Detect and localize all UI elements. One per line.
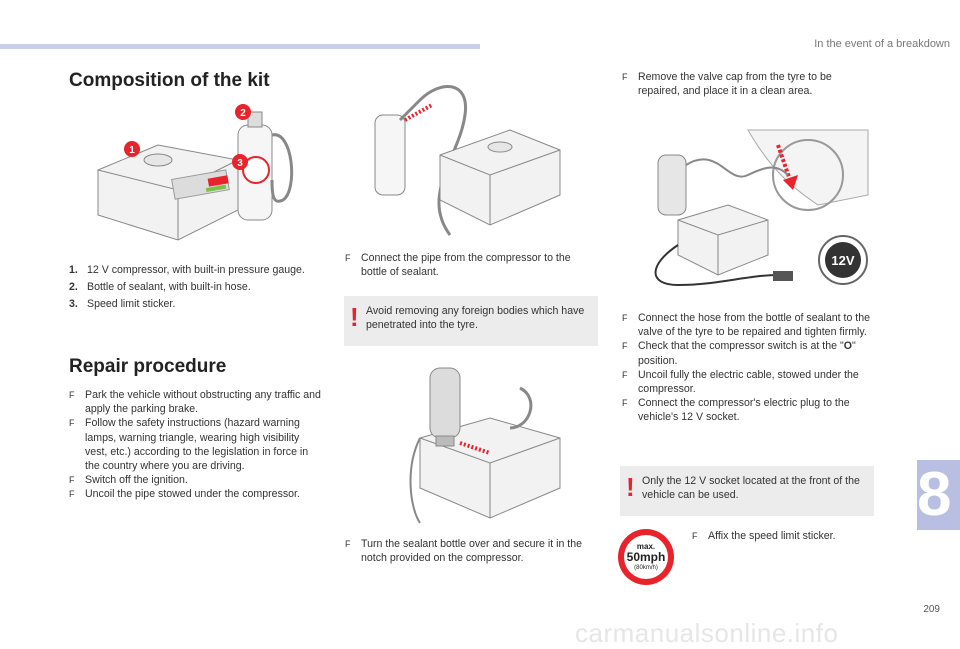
repair-title: Repair procedure	[69, 356, 227, 377]
kit-item: 1.12 V compressor, with built-in pressur…	[69, 264, 305, 276]
callout-3: 3	[237, 158, 243, 169]
page-number: 209	[923, 604, 940, 615]
pipe-illustration	[374, 85, 561, 236]
watermark: carmanualsonline.info	[575, 618, 839, 648]
kit-illustration: 1 2 3	[97, 104, 294, 241]
warning-icon: !	[626, 472, 635, 502]
valve-illustration: 12V	[654, 129, 869, 287]
warning-icon: !	[350, 302, 359, 332]
kit-title: Composition of the kit	[69, 70, 270, 91]
callout-2: 2	[240, 108, 246, 119]
warning-box: ! Avoid removing any foreign bodies whic…	[344, 296, 598, 346]
chapter-tab: 8	[917, 460, 960, 530]
socket-warning-box: ! Only the 12 V socket located at the fr…	[620, 466, 874, 516]
callout-1: 1	[129, 145, 135, 156]
kit-item: 3.Speed limit sticker.	[69, 298, 176, 311]
kit-list: 1.12 V compressor, with built-in pressur…	[69, 263, 319, 315]
kit-item: 2.Bottle of sealant, with built-in hose.	[69, 281, 251, 294]
header-bar	[0, 44, 480, 49]
speed-limit-sticker: max. 50mph (80km/h)	[618, 529, 674, 585]
socket-label: 12V	[831, 253, 854, 268]
bottle-illustration	[409, 367, 561, 524]
